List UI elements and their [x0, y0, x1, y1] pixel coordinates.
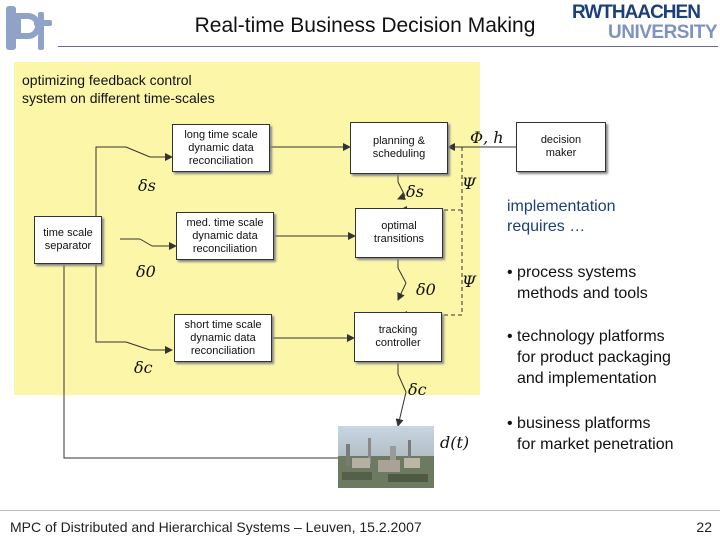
chemical-plant-photo — [338, 426, 434, 488]
bullet-3-line-2: for market penetration — [507, 434, 717, 455]
short-ddr-line-3: reconciliation — [184, 345, 261, 358]
planning-scheduling-box: planning & scheduling — [350, 122, 448, 174]
disturbance-label: d(t) — [440, 433, 469, 452]
bullet-technology-platforms: • technology platforms for product packa… — [507, 326, 717, 389]
phi-h-label: Φ, h — [470, 128, 504, 147]
tracking-controller-box: tracking controller — [354, 312, 442, 362]
bullet-business-platforms: • business platforms for market penetrat… — [507, 413, 717, 455]
impl-line-2: requires … — [507, 217, 707, 237]
decision-maker-box: decision maker — [516, 122, 606, 172]
long-ddr-line-3: reconciliation — [184, 155, 257, 168]
tracking-line-1: tracking — [375, 324, 420, 337]
bullet-2-line-2: for product packaging — [507, 347, 717, 368]
impl-line-1: implementation — [507, 197, 707, 217]
delta-0-label-right: δ0 — [416, 280, 436, 299]
med-time-scale-ddr-box: med. time scale dynamic data reconciliat… — [176, 212, 274, 260]
optimal-transitions-box: optimal transitions — [355, 208, 443, 258]
optimal-line-2: transitions — [374, 233, 424, 246]
med-ddr-line-1: med. time scale — [186, 217, 263, 230]
separator-line-2: separator — [43, 240, 93, 253]
footer-rule — [0, 510, 720, 511]
tracking-line-2: controller — [375, 337, 420, 350]
footer-text: MPC of Distributed and Hierarchical Syst… — [10, 519, 422, 535]
short-ddr-line-2: dynamic data — [184, 332, 261, 345]
implementation-heading: implementation requires … — [507, 197, 707, 237]
delta-s-label-right: δs — [406, 182, 424, 201]
bullet-2-line-3: and implementation — [507, 368, 717, 389]
bullet-2-line-1: • technology platforms — [507, 326, 717, 347]
bullet-1-line-2: methods and tools — [507, 283, 717, 304]
time-scale-separator-box: time scale separator — [34, 216, 102, 264]
page-number: 22 — [680, 519, 712, 535]
long-ddr-line-2: dynamic data — [184, 142, 257, 155]
delta-s-label-left: δs — [138, 176, 156, 195]
decision-line-2: maker — [541, 147, 581, 160]
bullet-3-line-1: • business platforms — [507, 413, 717, 434]
long-ddr-line-1: long time scale — [184, 129, 257, 142]
med-ddr-line-3: reconciliation — [186, 243, 263, 256]
med-ddr-line-2: dynamic data — [186, 230, 263, 243]
delta-c-label-right: δc — [408, 380, 427, 399]
bullet-1-line-1: • process systems — [507, 262, 717, 283]
delta-0-label-left: δ0 — [136, 262, 156, 281]
psi-label-top: Ψ — [462, 174, 476, 193]
short-time-scale-ddr-box: short time scale dynamic data reconcilia… — [174, 314, 272, 362]
decision-line-1: decision — [541, 134, 581, 147]
short-ddr-line-1: short time scale — [184, 319, 261, 332]
separator-line-1: time scale — [43, 227, 93, 240]
planning-line-1: planning & — [373, 135, 426, 148]
psi-label-bottom: Ψ — [462, 272, 476, 291]
long-time-scale-ddr-box: long time scale dynamic data reconciliat… — [172, 124, 270, 172]
bullet-process-systems: • process systems methods and tools — [507, 262, 717, 304]
optimal-line-1: optimal — [374, 220, 424, 233]
planning-line-2: scheduling — [373, 148, 426, 161]
delta-c-label-left: δc — [134, 358, 153, 377]
